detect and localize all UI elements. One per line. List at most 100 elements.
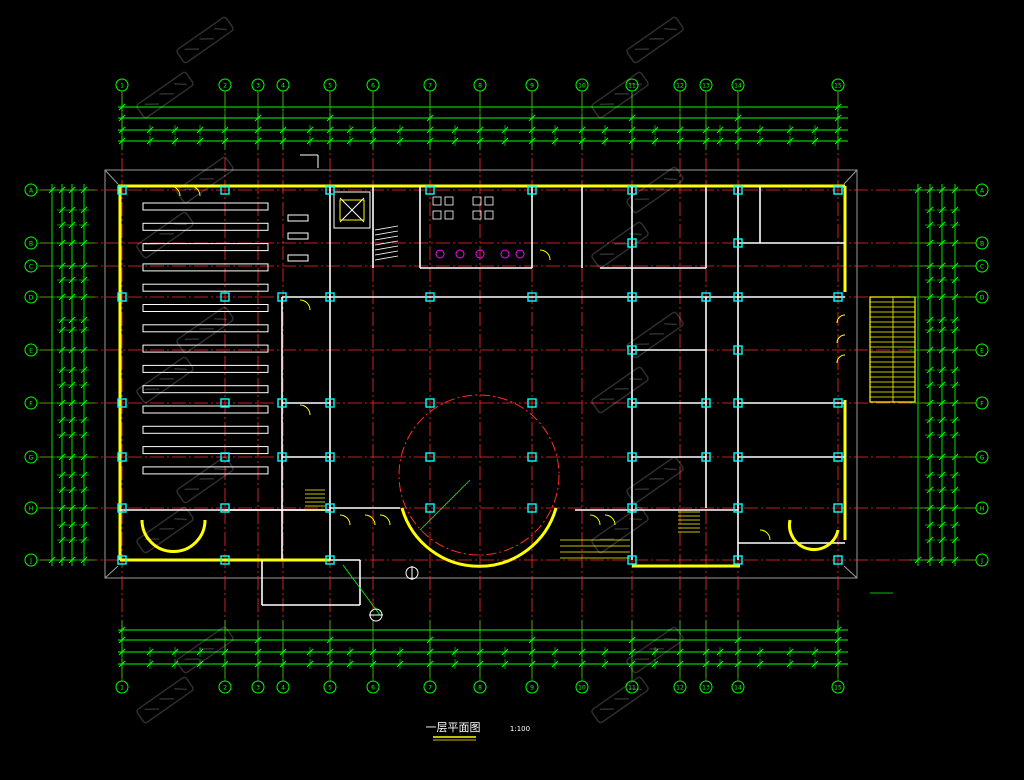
watermark-icon: [176, 306, 234, 354]
watermark-icon: [176, 626, 234, 674]
furniture-and-fixtures: [140, 185, 916, 616]
column: [325, 398, 335, 408]
watermark-icon: [176, 16, 234, 64]
axis-bubble-left-F-label: F: [29, 401, 33, 408]
watermark-glyph-stroke: [599, 538, 615, 541]
title-block: 一层平面图 1:100: [426, 721, 530, 741]
seating-row: [142, 446, 269, 455]
column: [277, 292, 287, 302]
door-swing: [364, 514, 376, 526]
column: [627, 452, 637, 462]
sink: [500, 249, 510, 259]
column: [627, 555, 637, 565]
watermark-glyph-frame: [626, 16, 684, 64]
watermark-glyph-stroke: [649, 187, 664, 190]
stair-tread: [374, 235, 399, 241]
column: [117, 555, 127, 565]
seating-row: [142, 202, 269, 211]
column: [220, 185, 230, 195]
axis-bubble-right-C-label: C: [980, 264, 984, 271]
toilet-stall: [472, 210, 482, 220]
watermark-glyph-frame: [176, 306, 234, 354]
watermark-glyph-frame: [136, 356, 194, 404]
rotunda-wall: [400, 507, 558, 568]
axis-bubble-top-1-label: 1: [120, 83, 124, 90]
watermark-glyph-stroke: [599, 398, 615, 401]
watermark-glyph-stroke: [184, 488, 200, 491]
axis-bubble-left-E-label: E: [29, 348, 33, 355]
watermark-glyph-stroke: [629, 82, 643, 86]
axis-bubble-top-12-label: 12: [676, 83, 684, 90]
door-swing: [339, 514, 351, 526]
column: [220, 292, 230, 302]
site-outline: [104, 169, 858, 579]
seating-row: [142, 425, 269, 434]
seating-row: [142, 344, 269, 353]
seating-row: [142, 222, 269, 231]
watermark-icon: [136, 676, 194, 724]
column: [325, 452, 335, 462]
east-stair: [869, 296, 916, 403]
axis-bubble-bottom-6-label: 6: [371, 685, 375, 692]
watermark-glyph-stroke: [144, 708, 160, 711]
column: [627, 398, 637, 408]
door-swing: [589, 514, 601, 526]
seating-row: [142, 385, 269, 394]
axis-bubble-top-8-label: 8: [478, 83, 482, 90]
column: [527, 398, 537, 408]
door-swing: [299, 404, 311, 416]
watermark-glyph-stroke: [184, 338, 200, 341]
bench: [287, 254, 309, 262]
watermark-glyph-frame: [626, 456, 684, 504]
watermark-glyph-stroke: [664, 322, 678, 326]
sink: [515, 249, 525, 259]
seating-row: [142, 405, 269, 414]
bench: [287, 214, 309, 222]
door-swing: [379, 514, 391, 526]
axis-bubble-right-H-label: H: [980, 506, 985, 513]
toilet-stall: [444, 196, 454, 206]
axis-bubble-left-G-label: G: [29, 455, 34, 462]
watermark-icon: [626, 311, 684, 359]
watermark-icon: [626, 626, 684, 674]
watermark-icon: [176, 456, 234, 504]
axis-bubble-top-5-label: 5: [328, 83, 332, 90]
toilet-stall: [484, 210, 494, 220]
walls: [118, 184, 847, 606]
watermark-glyph-frame: [591, 676, 649, 724]
watermark-glyph-stroke: [629, 517, 643, 521]
door-swing: [836, 314, 846, 324]
elevator-cross: [339, 197, 365, 223]
axis-bubble-top-13-label: 13: [702, 83, 710, 90]
column: [325, 292, 335, 302]
door-swing: [836, 334, 846, 344]
watermark-glyph-frame: [136, 506, 194, 554]
watermark-glyph-stroke: [614, 92, 629, 95]
watermark-glyph-stroke: [199, 37, 214, 40]
column: [117, 185, 127, 195]
watermark-glyph-frame: [176, 16, 234, 64]
column: [425, 185, 435, 195]
watermark-icon: [136, 71, 194, 119]
watermark-layer: [136, 16, 684, 724]
axis-bubble-left-A-label: A: [29, 188, 34, 195]
column: [627, 185, 637, 195]
axis-bubble-bottom-5-label: 5: [328, 685, 332, 692]
watermark-glyph-stroke: [634, 658, 650, 661]
watermark-glyph-stroke: [159, 92, 174, 95]
watermark-glyph-frame: [591, 221, 649, 269]
watermark-glyph-stroke: [159, 697, 174, 700]
column: [527, 503, 537, 513]
watermark-glyph-stroke: [614, 697, 629, 700]
column: [733, 238, 743, 248]
axis-bubble-right-F-label: F: [980, 401, 984, 408]
column: [627, 503, 637, 513]
watermark-glyph-stroke: [159, 527, 174, 530]
axis-bubble-top-4-label: 4: [281, 83, 285, 90]
axis-bubble-left-J-label: J: [29, 558, 32, 565]
column: [425, 292, 435, 302]
toilet-stall: [432, 210, 442, 220]
watermark-glyph-stroke: [174, 82, 188, 86]
